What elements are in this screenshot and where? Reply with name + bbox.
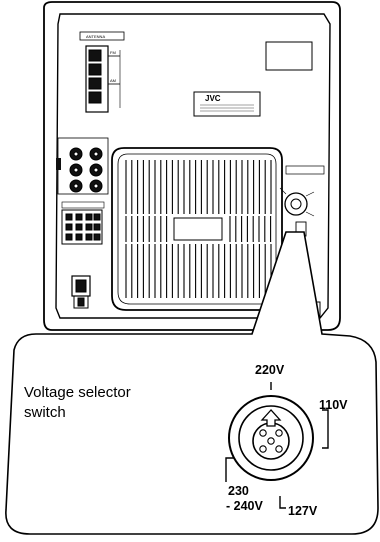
speaker-terminals <box>61 201 105 245</box>
callout-title-line2: switch <box>24 404 66 421</box>
blank-plate <box>265 41 313 71</box>
voltage-marks <box>225 382 329 509</box>
rating-label: JVC <box>193 91 261 117</box>
svg-text:FM: FM <box>110 50 116 55</box>
voltage-230-label: 230 <box>228 484 249 498</box>
audio-jacks <box>56 137 109 195</box>
callout-leader <box>5 231 379 535</box>
brand-logo: JVC <box>205 94 221 103</box>
voltage-240-label: - 240V <box>226 499 263 513</box>
antenna-terminal: ANTENNA FM AM <box>79 31 125 113</box>
svg-text:AM: AM <box>110 78 116 83</box>
voltage-127-label: 127V <box>288 504 318 518</box>
power-cord-socket <box>71 275 91 309</box>
callout-title-line1: Voltage selector <box>24 384 131 401</box>
ventilation-grill <box>111 147 283 311</box>
voltage-selector-switch-enlarged <box>228 395 314 481</box>
voltage-selector-on-panel <box>279 165 325 237</box>
svg-text:ANTENNA: ANTENNA <box>86 34 105 39</box>
voltage-110-label: 110V <box>319 398 348 412</box>
voltage-220-label: 220V <box>255 363 285 377</box>
